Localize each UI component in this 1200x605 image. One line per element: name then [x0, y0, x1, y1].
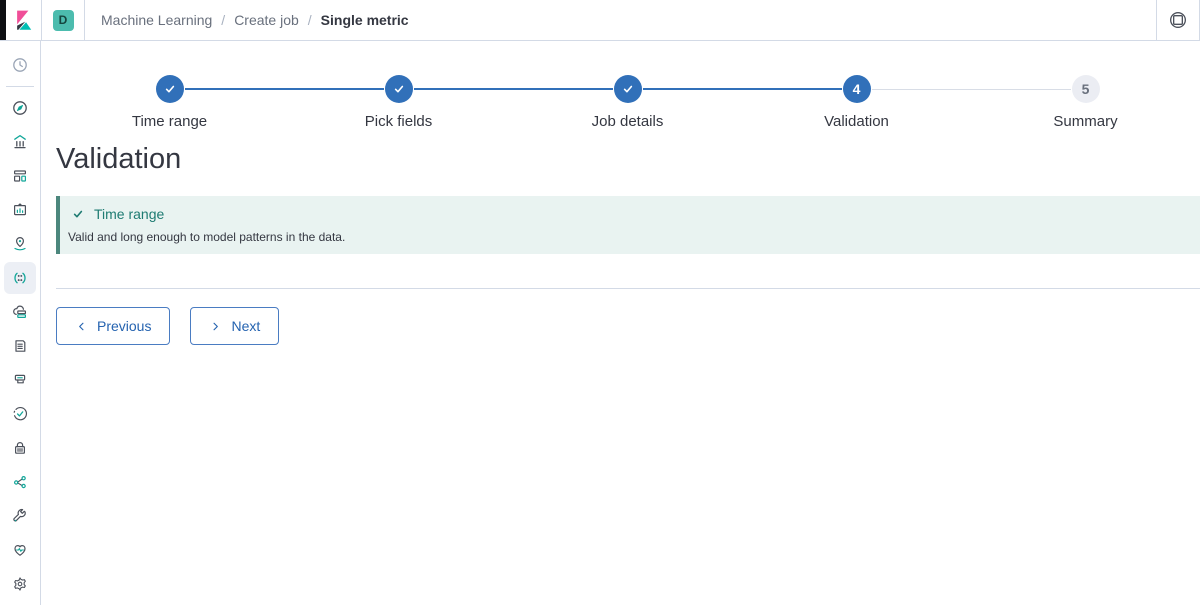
sidebar-item-discover[interactable]	[4, 92, 36, 124]
breadcrumb-item-create-job[interactable]: Create job	[234, 12, 299, 28]
horizontal-divider	[56, 288, 1200, 289]
breadcrumb: Machine Learning / Create job / Single metri…	[85, 0, 409, 40]
step-number: 4	[852, 81, 861, 97]
step-indicator-incomplete: 5	[1071, 75, 1100, 103]
space-selector[interactable]: D	[42, 0, 84, 40]
space-badge: D	[52, 9, 74, 31]
sidebar-item-graph[interactable]	[4, 466, 36, 498]
step-number: 5	[1081, 81, 1090, 97]
sidebar-item-maps[interactable]	[4, 228, 36, 260]
topbar-divider	[84, 0, 85, 40]
step-label: Validation	[824, 113, 889, 130]
sidebar-item-management[interactable]	[4, 568, 36, 600]
callout-title-row: Time range	[68, 206, 1184, 222]
sidebar-item-machine-learning[interactable]	[4, 262, 36, 294]
step-indicator-active: 4	[842, 75, 871, 103]
trace-icon	[11, 371, 29, 389]
step-indicator-complete	[613, 75, 642, 103]
ml-icon	[11, 269, 29, 287]
breadcrumb-separator: /	[307, 12, 312, 28]
previous-button-label: Previous	[97, 318, 152, 334]
validation-success-callout: Time range Valid and long enough to mode…	[56, 196, 1200, 254]
sidebar-item-uptime[interactable]	[4, 398, 36, 430]
heartbeat-icon	[11, 541, 29, 559]
check-icon	[70, 206, 86, 222]
wizard-actions: Previous Next	[56, 307, 1200, 345]
map-pin-icon	[11, 235, 29, 253]
sidebar-item-dashboard[interactable]	[4, 160, 36, 192]
step-connector	[642, 88, 842, 90]
check-icon	[620, 81, 636, 97]
dashboard-icon	[11, 167, 29, 185]
step-indicator-complete	[155, 75, 184, 103]
step-label: Pick fields	[364, 113, 433, 130]
wrench-icon	[11, 507, 29, 525]
scroll-icon	[11, 337, 29, 355]
step-connector	[413, 88, 613, 90]
kibana-logo-icon	[14, 10, 34, 30]
app-sidebar	[0, 41, 41, 605]
step-pick-fields[interactable]: Pick fields	[184, 75, 513, 130]
next-button-label: Next	[231, 318, 261, 334]
gear-icon	[11, 575, 29, 593]
check-icon	[162, 81, 178, 97]
check-icon	[391, 81, 407, 97]
sidebar-item-logs[interactable]	[4, 330, 36, 362]
callout-title: Time range	[94, 206, 165, 222]
window-edge-strip	[0, 0, 6, 40]
next-button[interactable]: Next	[190, 307, 280, 345]
step-job-details[interactable]: Job details	[413, 75, 742, 130]
step-label: Job details	[591, 113, 664, 130]
step-connector	[184, 88, 384, 90]
step-label: Summary	[1053, 113, 1118, 130]
topbar-right	[1156, 0, 1200, 40]
breadcrumb-item-machine-learning[interactable]: Machine Learning	[101, 12, 213, 28]
step-indicator-complete	[384, 75, 413, 103]
uptime-check-icon	[11, 405, 29, 423]
cloud-stack-icon	[11, 303, 29, 321]
sidebar-item-infrastructure[interactable]	[4, 296, 36, 328]
previous-button[interactable]: Previous	[56, 307, 171, 345]
breadcrumb-separator: /	[221, 12, 226, 28]
canvas-icon	[11, 201, 29, 219]
topbar-divider	[41, 0, 42, 40]
sidebar-item-canvas[interactable]	[4, 194, 36, 226]
lifebuoy-help-icon	[1168, 10, 1188, 30]
sidebar-item-stack-monitoring[interactable]	[4, 534, 36, 566]
chevron-left-icon	[75, 320, 88, 333]
sidebar-item-visualize[interactable]	[4, 126, 36, 158]
chevron-right-icon	[209, 320, 222, 333]
sidebar-item-dev-tools[interactable]	[4, 500, 36, 532]
sidebar-item-recently-viewed[interactable]	[4, 49, 36, 81]
step-time-range[interactable]: Time range	[55, 75, 284, 130]
page-title: Validation	[56, 143, 182, 175]
chart-icon	[11, 133, 29, 151]
top-bar: D Machine Learning / Create job / Single met…	[0, 0, 1200, 41]
kibana-logo[interactable]	[6, 0, 41, 40]
compass-icon	[11, 99, 29, 117]
sidebar-divider	[6, 86, 34, 87]
callout-body: Valid and long enough to model patterns …	[68, 230, 346, 244]
help-menu-button[interactable]	[1156, 0, 1200, 40]
sidebar-item-siem[interactable]	[4, 432, 36, 464]
step-label: Time range	[131, 113, 208, 130]
sidebar-item-apm[interactable]	[4, 364, 36, 396]
graph-nodes-icon	[11, 473, 29, 491]
clock-icon	[11, 56, 29, 74]
lock-icon	[11, 439, 29, 457]
breadcrumb-item-single-metric: Single metric	[320, 12, 409, 28]
step-connector	[871, 89, 1071, 90]
